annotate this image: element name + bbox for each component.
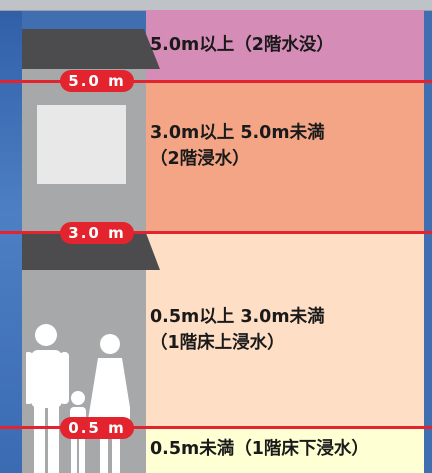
depth-marker-5m: 5.0 m	[60, 70, 134, 92]
label-over-5m: 5.0m以上（2階水没）	[150, 32, 334, 58]
band-over-5m	[146, 10, 424, 81]
label-3m-to-5m-line2: （2階浸水）	[150, 149, 250, 169]
depth-marker-3m: 3.0 m	[60, 222, 134, 244]
band-3m-to-5m	[146, 81, 424, 233]
depth-marker-05m: 0.5 m	[60, 417, 134, 439]
label-under-05m-line1: 0.5m未満（1階床下浸水）	[150, 439, 369, 459]
level-line-3m	[0, 231, 432, 234]
band-05m-to-3m	[146, 233, 424, 428]
label-3m-to-5m-line1: 3.0m以上 5.0m未満	[150, 123, 325, 143]
label-05m-to-3m-line2: （1階床上浸水）	[150, 333, 285, 353]
label-under-05m: 0.5m未満（1階床下浸水）	[150, 436, 369, 462]
roof-icon	[22, 29, 160, 69]
sky-background	[0, 0, 22, 473]
family-icon	[26, 324, 130, 473]
label-05m-to-3m: 0.5m以上 3.0m未満 （1階床上浸水）	[150, 304, 325, 356]
label-over-5m-line1: 5.0m以上（2階水没）	[150, 35, 334, 55]
level-line-5m	[0, 80, 432, 83]
window	[37, 105, 126, 184]
label-05m-to-3m-line1: 0.5m以上 3.0m未満	[150, 307, 325, 327]
band-under-05m	[146, 428, 424, 473]
level-line-05m	[0, 426, 432, 429]
label-3m-to-5m: 3.0m以上 5.0m未満 （2階浸水）	[150, 120, 325, 172]
